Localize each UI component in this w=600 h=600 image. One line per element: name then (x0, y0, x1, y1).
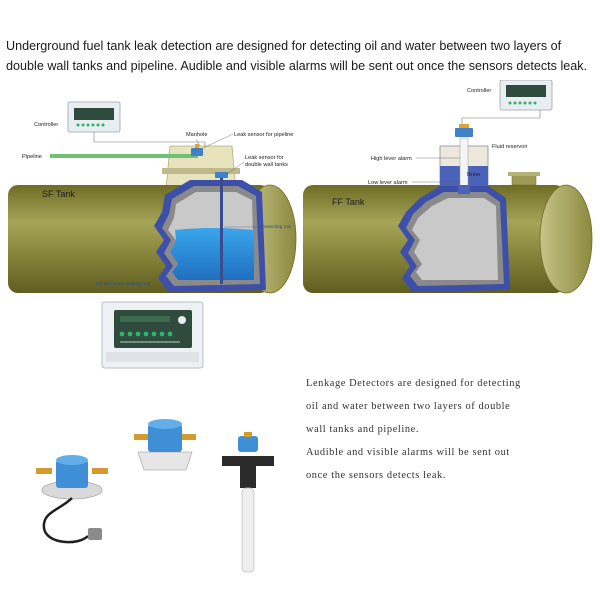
description-line: Lenkage Detectors are designed for detec… (306, 378, 521, 389)
label-high-level-alarm: High lever alarm (371, 156, 412, 162)
label-controller-left: Controller (34, 122, 58, 128)
label-leak-sensor-double-wall-2: double wall tanks (245, 162, 288, 168)
label-leak-sensor-pipeline: Leak sensor for pipeline (234, 132, 293, 138)
leak-detection-diagram: Controller Manhole Pipeline Leak sensor … (0, 80, 600, 310)
label-low-level-alarm: Low lever alarm (368, 180, 408, 186)
intro-text: Underground fuel tank leak detection are… (6, 39, 588, 73)
pipeline-leak-sensor-icon (191, 144, 203, 156)
description-line: wall tanks and pipeline. (306, 424, 420, 435)
label-sf-tank: SF Tank (42, 189, 75, 199)
description-line: once the sensors detects leak. (306, 470, 447, 481)
label-pipeline: Pipeline (22, 154, 42, 160)
probe-sensor-icon (218, 432, 278, 577)
description-line: Audible and visible alarms will be sent … (306, 447, 510, 458)
label-detecting-rod: Detecting rod (262, 224, 291, 230)
label-brine: Brine (467, 172, 480, 178)
label-manhole: Manhole (186, 132, 207, 138)
label-leak-sensor-double-wall-1: Leak sensor for (245, 155, 284, 161)
pipeline (50, 154, 198, 158)
controller-right-icon (461, 80, 553, 128)
description-line: oil and water between two layers of doub… (306, 401, 511, 412)
sf-tank (8, 172, 297, 294)
ff-tank (303, 172, 593, 294)
label-controller-right: Controller (467, 88, 491, 94)
fluid-reservoir (439, 124, 489, 191)
label-oil-water-seal: Oil and water sealing ring (96, 281, 150, 287)
flange-sensor-icon (30, 440, 120, 555)
label-fluid-reservoir: Fluid reservoir (492, 144, 528, 150)
controller-photo (100, 300, 205, 370)
description-block: Lenkage Detectors are designed for detec… (306, 372, 596, 487)
pipeline-sensor-icon (130, 410, 200, 475)
controller-left-icon (67, 101, 206, 158)
label-ff-tank: FF Tank (332, 197, 365, 207)
